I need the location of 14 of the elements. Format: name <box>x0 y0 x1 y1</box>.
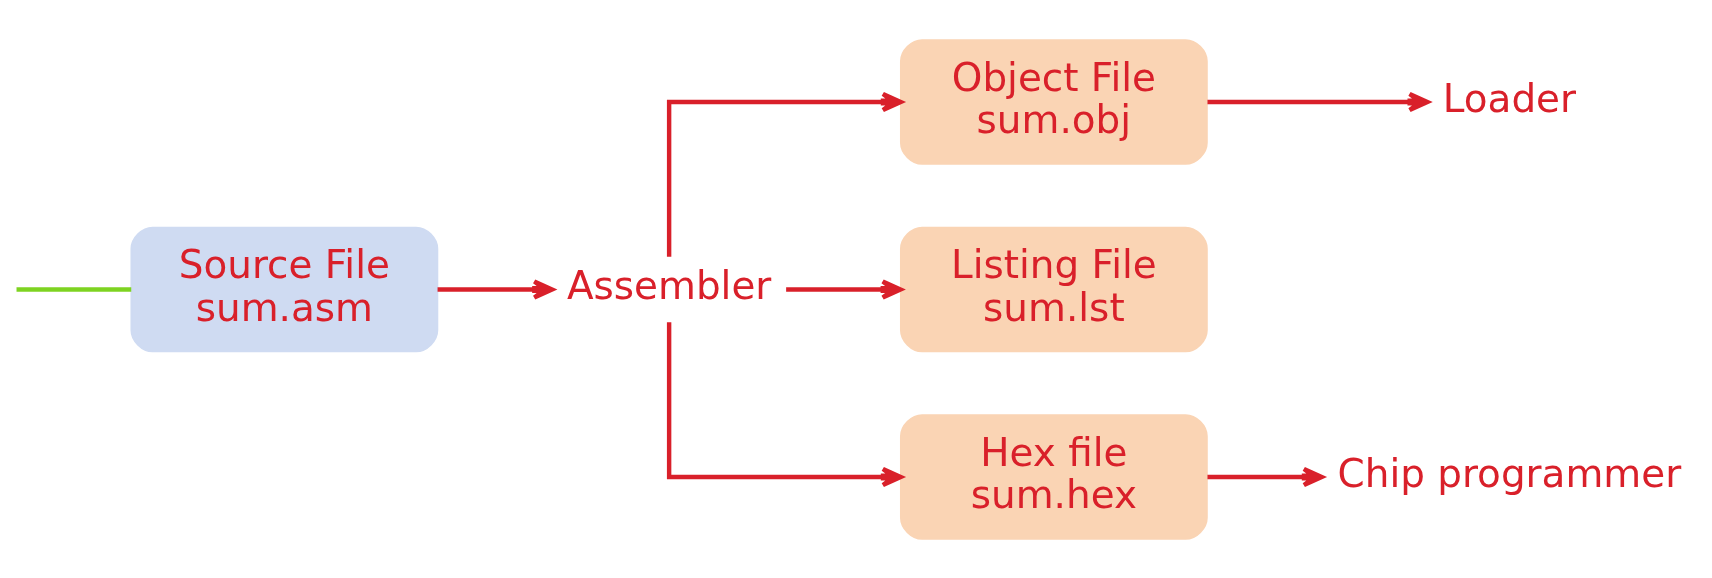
node-box: Listing File sum.lst <box>899 226 1208 352</box>
node-text: Assembler <box>566 262 772 308</box>
node-box: Object File sum.obj <box>899 38 1208 165</box>
node-text: Loader <box>1442 75 1577 121</box>
connector <box>16 286 132 292</box>
arrow <box>1207 466 1324 487</box>
node-text: Chip programmer <box>1337 450 1682 496</box>
arrow <box>786 278 903 300</box>
arrow <box>1207 91 1430 112</box>
arrow <box>666 321 903 487</box>
arrow <box>437 278 555 300</box>
node-box: Hex file sum.hex <box>899 413 1208 540</box>
arrow <box>666 91 903 257</box>
node-box: Source File sum.asm <box>130 226 439 352</box>
